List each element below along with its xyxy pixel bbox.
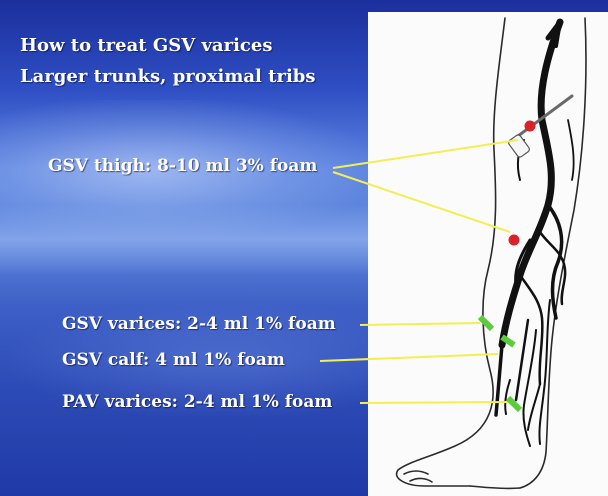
pointer-line-thigh-lower xyxy=(333,172,510,232)
label-gsv-varices: GSV varices: 2-4 ml 1% foam xyxy=(62,314,336,334)
label-gsv-thigh: GSV thigh: 8-10 ml 3% foam xyxy=(48,156,317,176)
pointer-line-gsv-calf xyxy=(320,354,498,361)
pointer-line-gsv-varices xyxy=(360,323,480,325)
slide-title: How to treat GSV varices xyxy=(20,35,272,56)
slide-subtitle: Larger trunks, proximal tribs xyxy=(20,66,316,87)
injection-marker-lower xyxy=(509,235,520,246)
label-gsv-calf: GSV calf: 4 ml 1% foam xyxy=(62,350,285,370)
compression-marker-gsv-varices xyxy=(480,317,492,329)
vein-network xyxy=(496,22,574,446)
label-pav-varices: PAV varices: 2-4 ml 1% foam xyxy=(62,392,332,412)
compression-marker-pav-varices xyxy=(508,398,520,410)
pointer-line-pav-varices xyxy=(360,402,510,403)
injection-marker-upper xyxy=(525,121,536,132)
pointer-line-thigh-upper xyxy=(333,140,518,168)
